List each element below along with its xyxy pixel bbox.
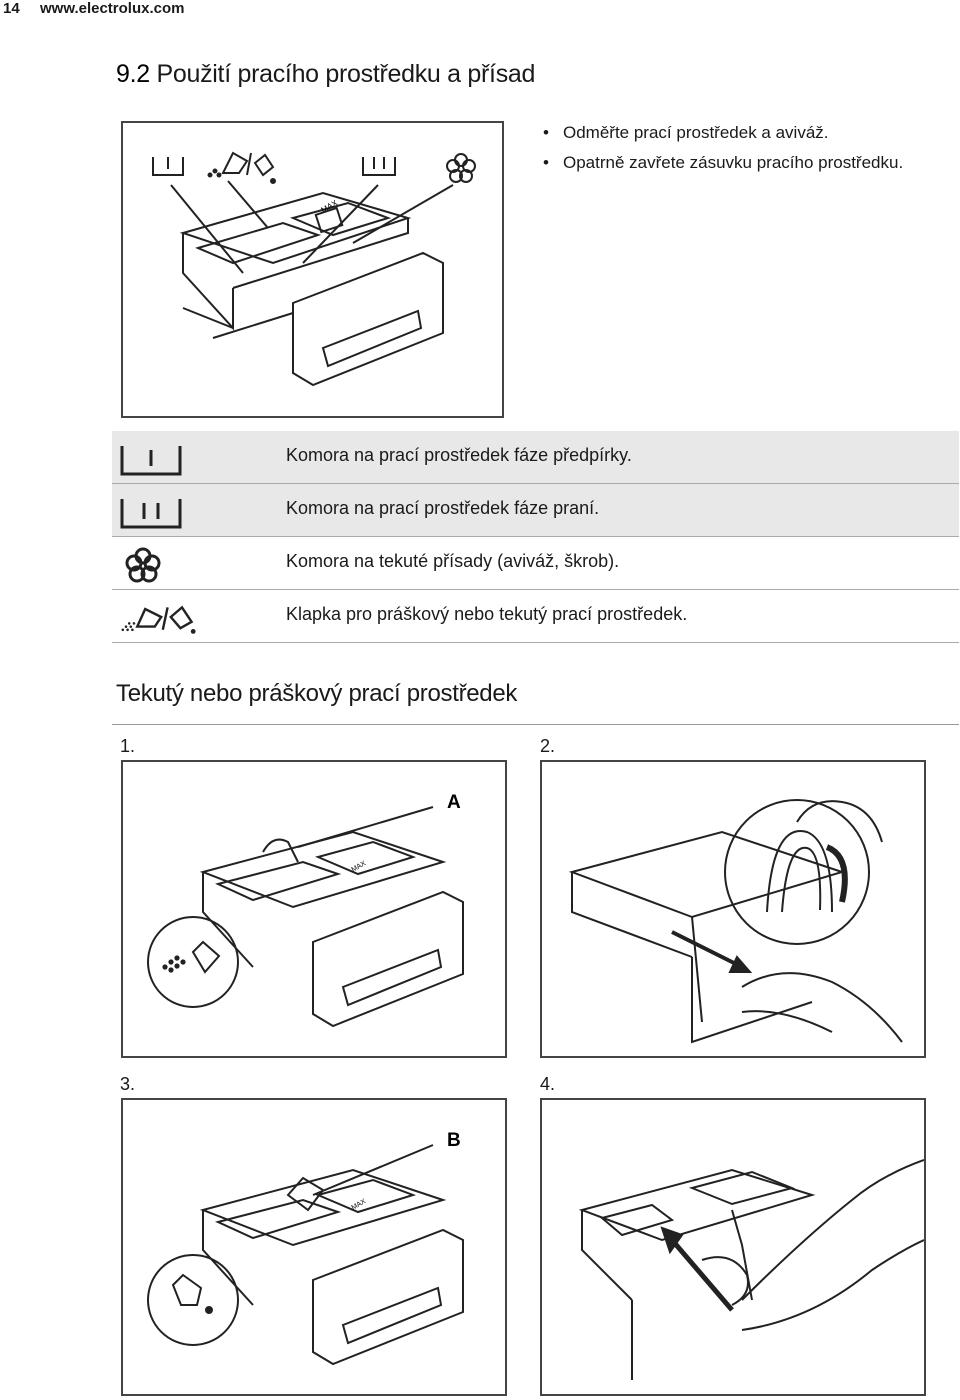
section-number: 9.2 — [116, 60, 150, 88]
step-number: 1. — [120, 736, 136, 756]
dispenser-drawer-illustration: MAX — [152, 151, 476, 387]
step-3-figure: B MAX — [121, 1098, 507, 1396]
prewash-icon — [152, 157, 184, 176]
step-4-figure — [540, 1098, 926, 1396]
legend-row: Komora na tekuté přísady (aviváž, škrob)… — [112, 537, 959, 590]
page-header: 14 www.electrolux.com — [0, 0, 960, 22]
site-url[interactable]: www.electrolux.com — [40, 0, 185, 17]
powder-dose-icon — [162, 940, 221, 974]
step-2-illustration — [568, 799, 903, 1044]
subsection-divider — [112, 724, 959, 725]
step-3-illustration: B MAX — [147, 1130, 464, 1366]
step-1-figure: A MAX — [121, 760, 507, 1058]
prewash-compartment-icon — [120, 446, 182, 476]
list-item: Odměřte prací prostředek a aviváž. — [543, 118, 903, 148]
subsection-title: Tekutý nebo práškový prací prostředek — [116, 680, 518, 707]
step-2-figure — [540, 760, 926, 1058]
wash-icon — [362, 157, 396, 176]
step-number: 4. — [540, 1074, 556, 1094]
legend-text: Klapka pro práškový nebo tekutý prací pr… — [286, 604, 688, 624]
callout-b: B — [447, 1130, 461, 1151]
page-number: 14 — [3, 0, 20, 17]
list-item: Opatrně zavřete zásuvku pracího prostřed… — [543, 148, 903, 178]
powder-liquid-icon — [207, 151, 276, 184]
step-1-illustration: A MAX — [147, 792, 464, 1028]
section-title-text: Použití pracího prostředku a přísad — [156, 60, 536, 88]
max-label: MAX — [320, 198, 340, 215]
softener-flower-icon — [446, 153, 476, 183]
legend-row: Komora na prací prostředek fáze předpírk… — [112, 431, 959, 484]
wash-compartment-icon — [120, 499, 182, 529]
legend-text: Komora na prací prostředek fáze předpírk… — [286, 445, 632, 465]
legend-text: Komora na prací prostředek fáze praní. — [286, 498, 600, 518]
section-title: 9.2 Použití pracího prostředku a přísad — [116, 60, 535, 89]
legend-row: Klapka pro práškový nebo tekutý prací pr… — [112, 590, 959, 643]
legend-table: Komora na prací prostředek fáze předpírk… — [112, 431, 959, 643]
flower-icon — [125, 547, 161, 583]
step-4-illustration — [578, 1159, 924, 1380]
step-number: 2. — [540, 736, 556, 756]
liquid-dose-icon — [171, 1273, 213, 1314]
legend-text: Komora na tekuté přísady (aviváž, škrob)… — [286, 551, 620, 571]
instruction-list: Odměřte prací prostředek a aviváž. Opatr… — [543, 118, 903, 178]
callout-a: A — [447, 792, 461, 813]
legend-row: Komora na prací prostředek fáze praní. — [112, 484, 959, 537]
step-number: 3. — [120, 1074, 136, 1094]
powder-liquid-flap-icon — [121, 605, 196, 634]
dispenser-drawer-figure: MAX — [121, 121, 504, 418]
